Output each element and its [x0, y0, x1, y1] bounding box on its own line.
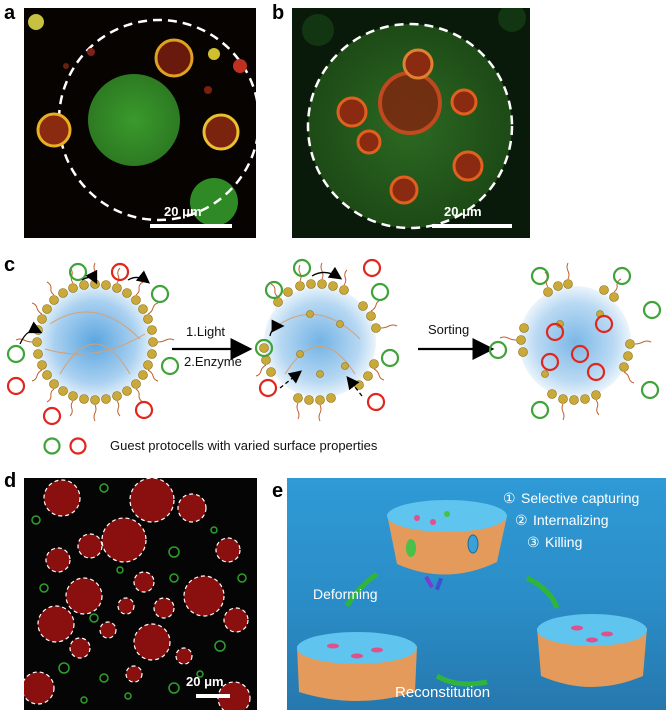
deforming-label: Deforming — [313, 586, 378, 602]
reconstituted-bowl — [537, 614, 647, 687]
panel-c-diagram — [6, 258, 662, 455]
dashed-outline — [57, 18, 256, 222]
panel-d-scalebar-label: 20 μm — [186, 674, 224, 689]
panel-e-label: e — [272, 480, 284, 502]
step-marker-1: ① — [503, 490, 516, 506]
panel-d-micrograph: 20 μm — [24, 478, 257, 710]
host-protocell-initial — [15, 262, 175, 422]
legend-text: Guest protocells with varied surface pro… — [110, 438, 378, 453]
panel-c-schematic: 1.Light 2.Enzyme Sorting Guest protocell… — [0, 254, 670, 464]
panel-b-scalebar — [432, 224, 512, 228]
panel-a-image — [28, 14, 256, 226]
step2-label: 2.Enzyme — [184, 354, 242, 369]
panel-e-illustration: ① Selective capturing ② Internalizing ③ … — [287, 478, 666, 710]
capture-bowl — [387, 500, 507, 575]
panel-e-scene — [297, 500, 647, 701]
panel-b-scalebar-label: 20 μm — [444, 204, 482, 219]
panel-a-scalebar — [150, 224, 232, 228]
panel-d-image — [24, 478, 251, 710]
panel-b-micrograph: 20 μm — [292, 8, 530, 238]
host-protocell — [88, 74, 180, 166]
panel-a-label: a — [4, 2, 16, 24]
deformed-bowl — [297, 632, 417, 701]
step-marker-3: ③ — [527, 534, 540, 550]
step-label-2: Internalizing — [533, 512, 609, 528]
host-protocell-sorted — [499, 262, 652, 421]
step-label-1: Selective capturing — [521, 490, 640, 506]
legend-green-protocell — [43, 437, 61, 455]
panel-d-label: d — [4, 470, 17, 492]
panel-b-label: b — [272, 2, 285, 24]
step-marker-2: ② — [515, 512, 528, 528]
panel-a-micrograph: 20 μm — [24, 8, 256, 238]
panel-a-scalebar-label: 20 μm — [164, 204, 202, 219]
legend-red-protocell — [69, 437, 87, 455]
host-protocell-treated — [255, 262, 398, 422]
dashed-outline — [306, 22, 514, 230]
panel-c-label: c — [4, 254, 16, 276]
sorting-label: Sorting — [428, 322, 470, 337]
step1-label: 1.Light — [186, 324, 226, 339]
panel-b-image — [302, 8, 526, 230]
reconstitution-label: Reconstitution — [395, 684, 491, 701]
panel-d-scalebar — [196, 694, 230, 698]
step-label-3: Killing — [545, 534, 583, 550]
